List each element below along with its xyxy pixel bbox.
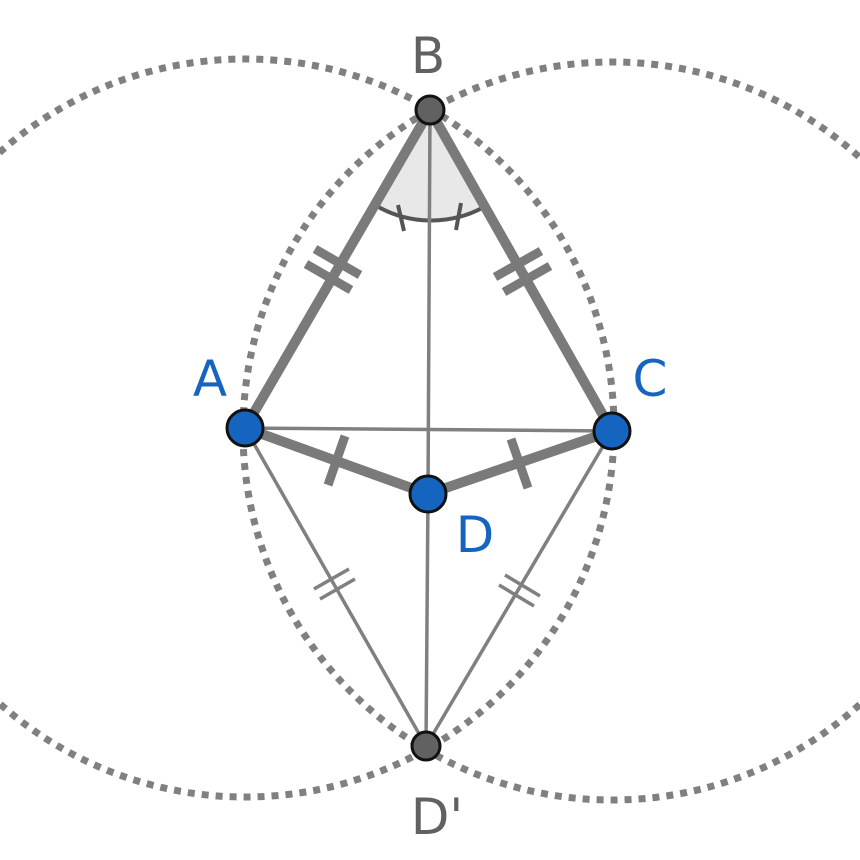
circle-centered-c xyxy=(239,58,860,804)
tick-ad xyxy=(323,434,350,487)
segment-bc xyxy=(425,105,617,436)
angle-tick-right xyxy=(454,202,463,231)
tick-ab-2 xyxy=(312,245,363,279)
tick-ab-1 xyxy=(303,260,354,294)
points xyxy=(225,94,632,762)
tick-a-dprime-2 xyxy=(319,577,356,601)
point-c[interactable] xyxy=(592,411,632,451)
point-a[interactable] xyxy=(225,408,265,448)
segment-ab xyxy=(240,105,435,433)
thin-segments xyxy=(243,108,614,748)
tick-a-dprime-1 xyxy=(313,567,350,591)
thick-tick-marks xyxy=(303,245,553,490)
tick-cd xyxy=(506,437,533,490)
tick-c-dprime-2 xyxy=(498,583,535,608)
label-dprime: D' xyxy=(411,788,463,846)
point-labels: B A C D D' xyxy=(193,27,668,846)
label-b: B xyxy=(411,27,445,85)
label-c: C xyxy=(633,350,668,408)
angle-tick-left xyxy=(396,204,406,232)
tick-c-dprime-1 xyxy=(504,573,541,598)
label-a: A xyxy=(193,350,227,408)
point-b[interactable] xyxy=(414,94,446,126)
point-dprime[interactable] xyxy=(410,730,442,762)
thin-tick-marks xyxy=(313,567,541,608)
label-d: D xyxy=(456,506,495,564)
segment-c-dprime xyxy=(424,429,614,748)
tick-bc-2 xyxy=(501,262,553,296)
tick-bc-1 xyxy=(492,247,544,281)
point-d[interactable] xyxy=(408,474,448,514)
segment-a-dprime xyxy=(243,426,428,748)
segment-d-dprime xyxy=(424,492,430,748)
segment-bd xyxy=(426,108,432,496)
